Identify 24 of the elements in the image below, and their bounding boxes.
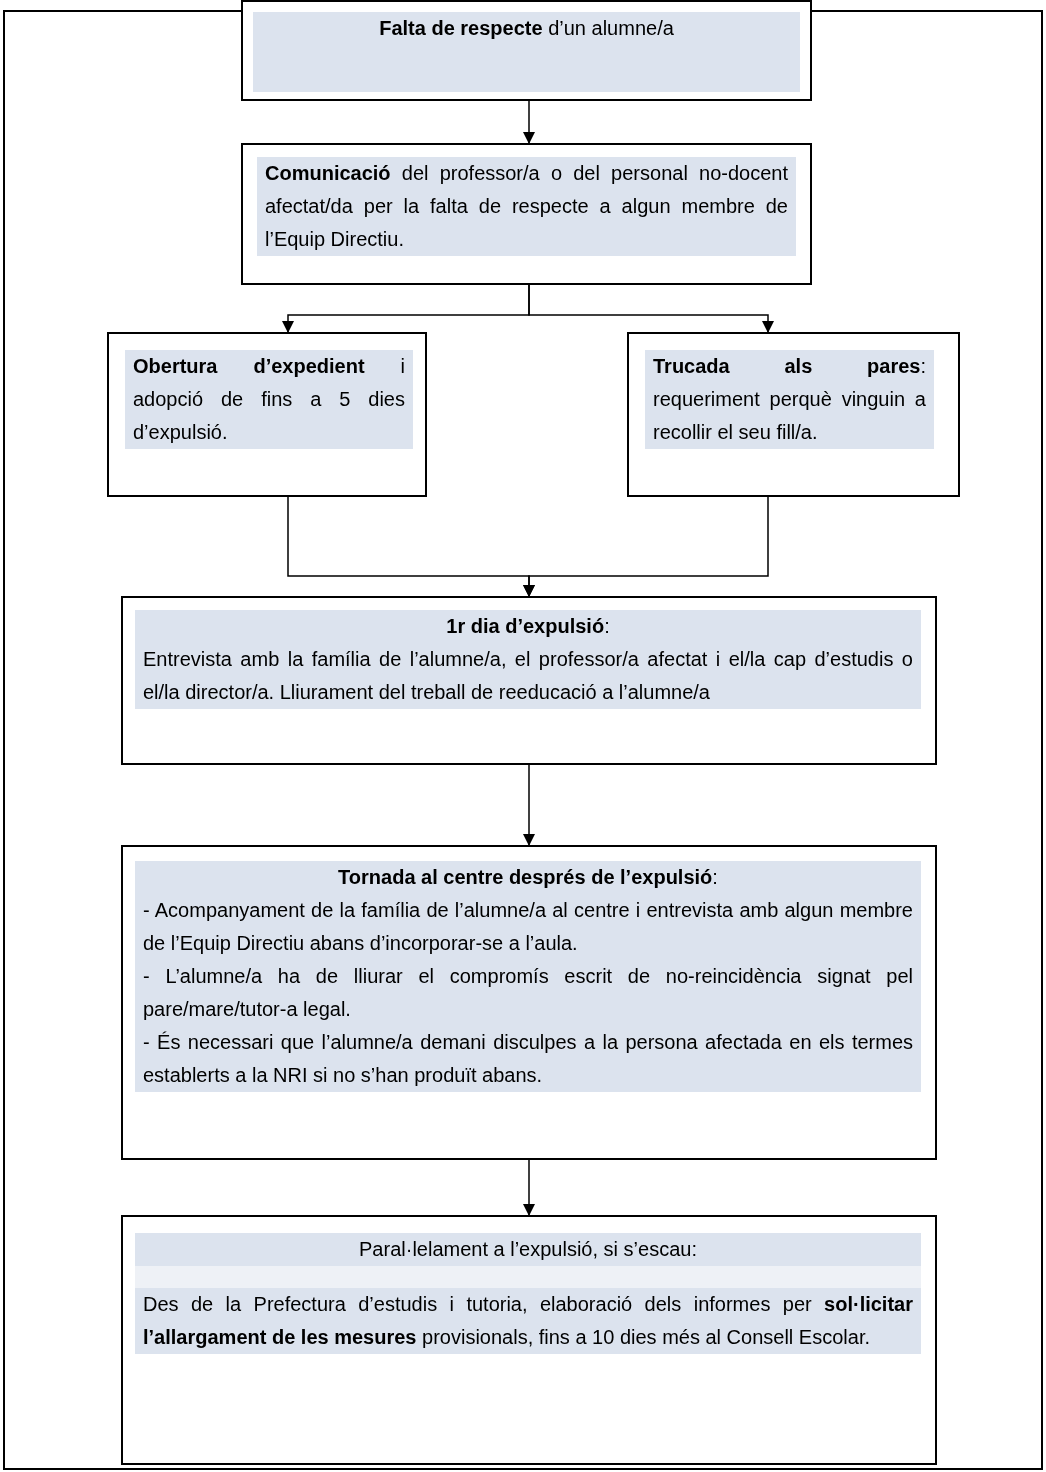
process-box xyxy=(241,143,812,285)
box-text: Trucada als pares: requeriment perquè vinguin a recollir el seu fill/a. xyxy=(645,350,934,449)
process-box xyxy=(121,845,937,1160)
box-text: - És necessari que l’alumne/a demani disculpes a la persona afectada en els termes establerts a la NRI si no s’han produït abans. xyxy=(135,1026,921,1092)
box-text: Falta de respecte d’un alumne/a xyxy=(253,12,800,92)
box-text: Comunicació del professor/a o del personal no-docent afectat/da per la falta de respecte a algun membre de l’Equip Directiu. xyxy=(257,157,796,256)
box-text: Des de la Prefectura d’estudis i tutoria, elaboració dels informes per sol·licitar l’allargament de les mesures provisionals, fins a 10 dies més al Consell Escolar. xyxy=(135,1288,921,1354)
process-box xyxy=(121,596,937,765)
arrow xyxy=(523,1159,535,1216)
box-heading: 1r dia d’expulsió: xyxy=(135,610,921,643)
process-box xyxy=(107,332,427,497)
arrow xyxy=(523,100,535,144)
box-heading: Tornada al centre després de l’expulsió: xyxy=(135,861,921,894)
box-text: - L’alumne/a ha de lliurar el compromís escrit de no-reincidència signat pel pare/mare/tutor-a legal. xyxy=(135,960,921,1026)
arrow xyxy=(528,284,774,333)
process-box xyxy=(627,332,960,497)
box-text: Obertura d’expedient i adopció de fins a 5 dies d’expulsió. xyxy=(125,350,413,449)
process-box xyxy=(121,1215,937,1465)
arrow xyxy=(523,764,535,846)
process-box xyxy=(241,0,812,101)
box-heading: Paral·lelament a l’expulsió, si s’escau: xyxy=(135,1233,921,1288)
box-text: - Acompanyament de la família de l’alumne/a al centre i entrevista amb algun membre de l’Equip Directiu abans d’incorporar-se a l’aula. xyxy=(135,894,921,960)
arrow xyxy=(523,496,769,597)
box-text: Entrevista amb la família de l’alumne/a, el professor/a afectat i el/la cap d’estudis o el/la director/a. Lliurament del treball de reeducació a l’alumne/a xyxy=(135,643,921,709)
